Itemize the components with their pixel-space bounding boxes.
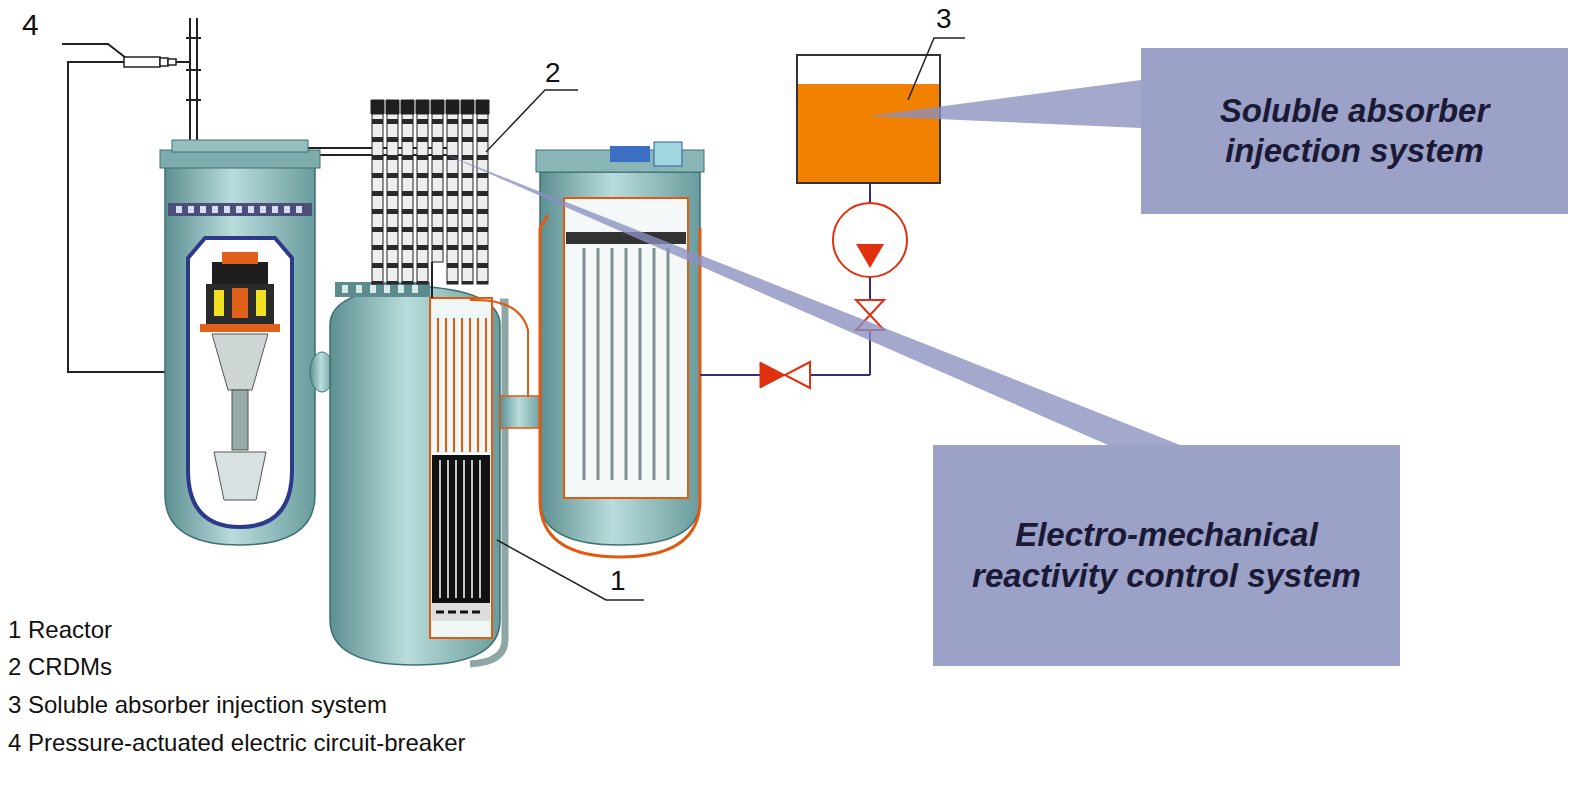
reactor-vessel-part: [432, 455, 490, 603]
callout-pointers-part: [440, 152, 1180, 445]
injection-line-part: [833, 203, 907, 277]
leader-lines-part: [497, 540, 644, 600]
reactor-vessel-part: [342, 285, 418, 293]
left-vessel-part: [176, 206, 302, 213]
reactor-vessel-part: [500, 396, 542, 428]
reactor-vessel: [330, 262, 542, 665]
breaker-wiring-part: [62, 44, 126, 58]
reactor-vessel-part: [432, 603, 490, 621]
crdm-drives-part: [417, 112, 428, 284]
breaker-wiring-part: [68, 62, 165, 372]
steam-generator-part: [584, 248, 668, 480]
pressure-breaker-part: [160, 58, 168, 66]
left-vessel-part: [206, 284, 274, 324]
left-vessel-part: [172, 140, 308, 152]
crdm-drives-part: [432, 112, 443, 262]
callout-text: Soluble absorber injection system: [1165, 91, 1545, 172]
left-vessel-part: [200, 324, 280, 332]
breaker-wiring-part: [186, 37, 201, 39]
callout-number: 1: [610, 566, 626, 597]
reactor-vessel-part: [431, 262, 433, 298]
callout-box: Soluble absorber injection system: [1141, 48, 1568, 214]
crdm-drives-part: [447, 112, 458, 284]
reactor-vessel-part: [440, 460, 480, 598]
key-entry: 3 Soluble absorber injection system: [8, 692, 387, 718]
left-vessel-part: [214, 452, 266, 500]
injection-line-part: [798, 84, 939, 182]
reactor-vessel-part: [436, 611, 480, 614]
leader-lines: [486, 38, 965, 600]
crdm-drives-part: [372, 112, 383, 284]
leader-lines-part: [486, 90, 578, 152]
left-vessel-part: [168, 203, 312, 216]
left-vessel-part: [222, 252, 258, 264]
left-vessel-part: [188, 238, 292, 527]
injection-line-part: [856, 244, 884, 268]
reactor-vessel-part: [470, 300, 528, 396]
pressure-breaker: [124, 57, 176, 67]
injection-line-part: [760, 362, 785, 388]
reactor-vessel-part: [438, 318, 486, 452]
callout-pointers: [440, 80, 1180, 445]
callout-number: 4: [22, 8, 39, 41]
left-vessel-part: [232, 288, 248, 318]
callout-text-wrap: Electro-mechanical reactivity control sy…: [967, 515, 1367, 596]
injection-line-part: [785, 362, 810, 388]
breaker-wiring-part: [186, 99, 201, 101]
left-vessel-part: [256, 290, 266, 316]
reactor-vessel-part: [470, 302, 505, 664]
reactor-vessel-part: [330, 286, 500, 665]
steam-generator-part: [540, 215, 700, 557]
callout-text-wrap: Soluble absorber injection system: [1165, 91, 1545, 172]
left-vessel-part: [232, 390, 248, 450]
steam-generator-part: [610, 146, 650, 162]
left-vessel-part: [160, 150, 320, 168]
crdm-drives: [371, 100, 489, 284]
callout-number: 3: [936, 4, 952, 35]
key-entry: 2 CRDMs: [8, 654, 112, 680]
callout-box: Electro-mechanical reactivity control sy…: [933, 445, 1400, 666]
callout-text: Electro-mechanical reactivity control sy…: [967, 515, 1367, 596]
left-vessel-part: [214, 290, 224, 316]
left-vessel-part: [212, 262, 268, 284]
pressure-breaker-part: [168, 59, 176, 65]
reactor-vessel-part: [430, 298, 492, 638]
key-entry: 4 Pressure-actuated electric circuit-bre…: [8, 730, 466, 756]
steam-generator-part: [654, 142, 682, 166]
left-vessel: [160, 140, 334, 545]
left-vessel-part: [212, 334, 268, 390]
callout-pointers-part: [868, 80, 1141, 128]
leader-lines-part: [908, 38, 965, 100]
crdm-drives-part: [477, 112, 488, 284]
crdm-drives-part: [462, 112, 473, 284]
callout-number: 2: [545, 58, 561, 89]
left-vessel-part: [165, 165, 315, 545]
breaker-wiring-part: [186, 69, 201, 71]
crdm-drives-part: [371, 100, 489, 114]
pressure-breaker-part: [124, 57, 160, 67]
crdm-drives-part: [387, 112, 398, 284]
crdm-drives-part: [402, 112, 413, 284]
key-entry: 1 Reactor: [8, 617, 112, 643]
steam-generator-part: [566, 232, 686, 244]
